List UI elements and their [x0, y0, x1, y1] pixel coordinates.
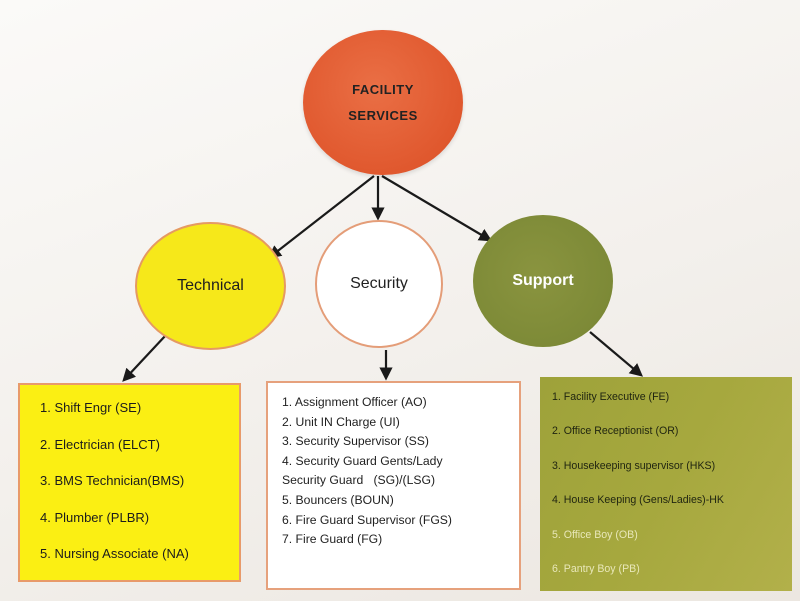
technical-roles-box: 1. Shift Engr (SE) 2. Electrician (ELCT)… [18, 383, 241, 582]
list-item: 4. Security Guard Gents/Lady [282, 453, 443, 468]
security-label: Security [350, 275, 408, 292]
list-item: 3. Housekeeping supervisor (HKS) [552, 459, 716, 472]
facility-services-node: FACILITY SERVICES [303, 30, 463, 175]
list-item: 7. Fire Guard (FG) [282, 532, 383, 547]
list-item: 4. House Keeping (Gens/Ladies)-HK [552, 494, 724, 507]
list-item: 5. Nursing Associate (NA) [40, 546, 189, 561]
technical-label: Technical [177, 277, 244, 294]
list-item: Security Guard (SG)/(LSG) [282, 473, 436, 488]
arrow-root-to-support [381, 175, 493, 242]
arrow-technical-to-list [122, 334, 167, 382]
security-roles-box: 1. Assignment Officer (AO) 2. Unit IN Ch… [266, 381, 521, 590]
list-item: 2. Office Receptionist (OR) [552, 425, 679, 438]
support-node: Support [473, 215, 613, 347]
technical-node: Technical [135, 222, 286, 350]
list-item: 6. Pantry Boy (PB) [552, 562, 640, 575]
security-node: Security [315, 220, 443, 348]
list-item: 1. Shift Engr (SE) [40, 400, 142, 415]
list-item: 6. Fire Guard Supervisor (FGS) [282, 512, 452, 527]
support-label: Support [512, 272, 574, 289]
list-item: 4. Plumber (PLBR) [40, 509, 150, 525]
facility-services-label: FACILITY SERVICES [348, 81, 418, 123]
list-item: 1. Assignment Officer (AO) [282, 395, 427, 409]
arrow-support-to-list [589, 331, 644, 377]
arrow-root-to-technical [267, 175, 375, 259]
support-roles-box: 1. Facility Executive (FE) 2. Office Rec… [540, 377, 792, 591]
list-item: 2. Unit IN Charge (UI) [282, 414, 400, 429]
list-item: 3. Security Supervisor (SS) [282, 434, 429, 449]
list-item: 3. BMS Technician(BMS) [40, 473, 185, 488]
list-item: 5. Office Boy (OB) [552, 528, 638, 541]
list-item: 2. Electrician (ELCT) [40, 436, 160, 452]
list-item: 1. Facility Executive (FE) [552, 391, 670, 403]
list-item: 5. Bouncers (BOUN) [282, 492, 394, 507]
